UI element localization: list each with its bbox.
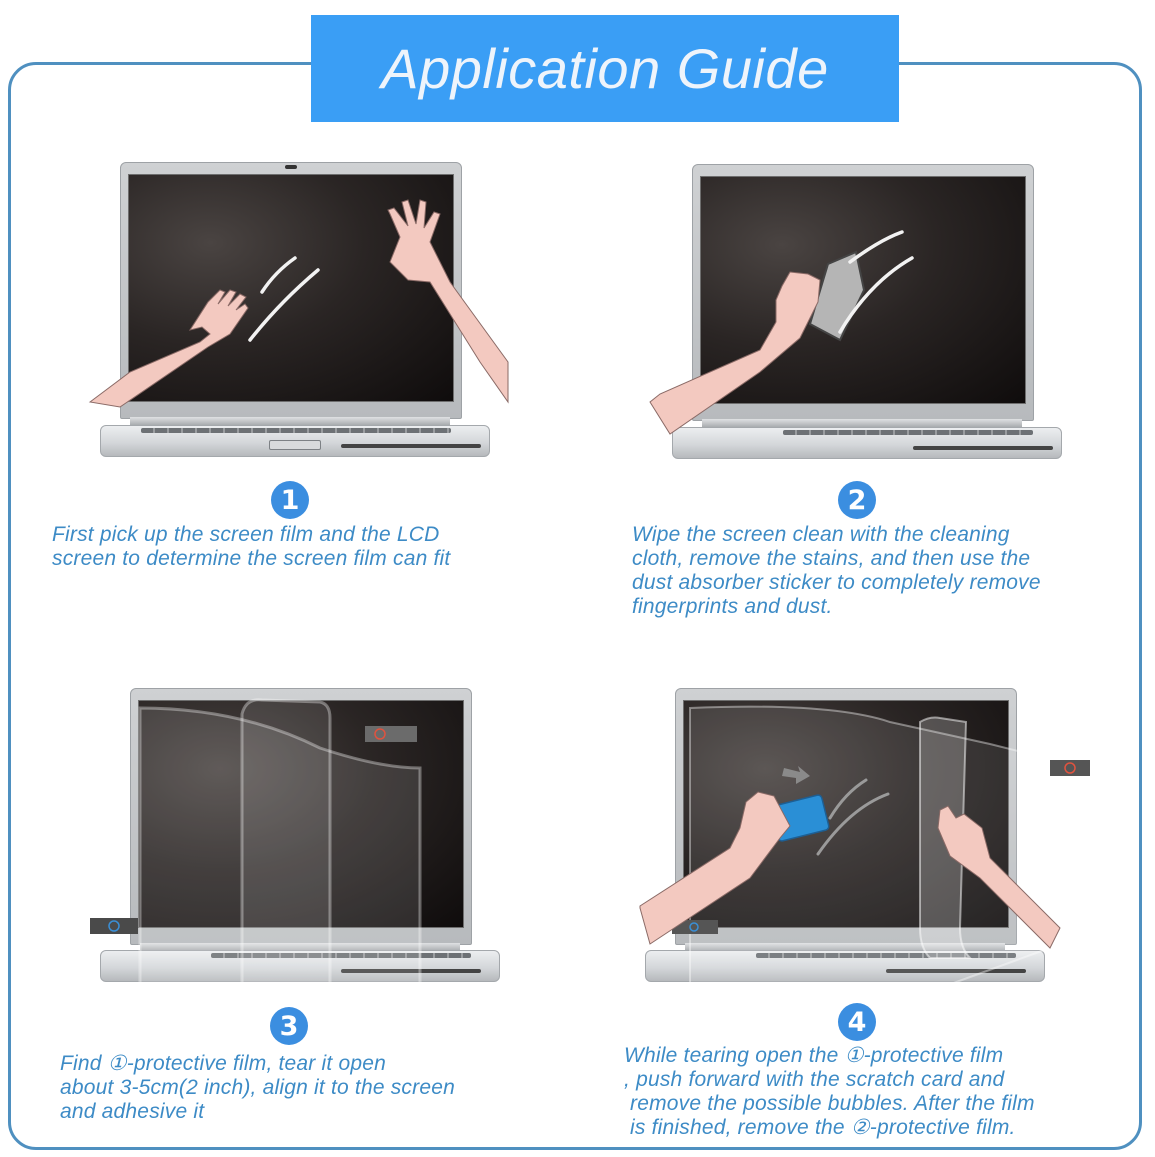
step-4-description: While tearing open the ①-protective film…	[624, 1044, 1035, 1139]
step-badge-4: 4	[838, 1003, 876, 1041]
step-badge-3: 3	[270, 1007, 308, 1045]
laptop-illustration-step-4	[630, 688, 1090, 989]
laptop-illustration-step-1	[88, 162, 509, 464]
peeling-film-icon	[90, 698, 422, 990]
step-badge-1: 1	[271, 481, 309, 519]
title-banner: Application Guide	[311, 15, 899, 122]
hand-wiping-cloth-icon	[649, 230, 914, 435]
laptop-illustration-step-3	[90, 688, 508, 990]
laptop-illustration-step-2	[649, 162, 1068, 464]
scratch-card-and-film-icon	[639, 705, 1090, 989]
hands-touching-screen-icon	[88, 199, 509, 408]
step-3-description: Find ①-protective film, tear it open abo…	[60, 1052, 455, 1123]
step-2-description: Wipe the screen clean with the cleaning …	[632, 523, 1041, 618]
step-badge-2: 2	[838, 481, 876, 519]
step-1-description: First pick up the screen film and the LC…	[52, 523, 451, 570]
webcam-icon	[285, 165, 297, 169]
page-title: Application Guide	[381, 37, 829, 100]
